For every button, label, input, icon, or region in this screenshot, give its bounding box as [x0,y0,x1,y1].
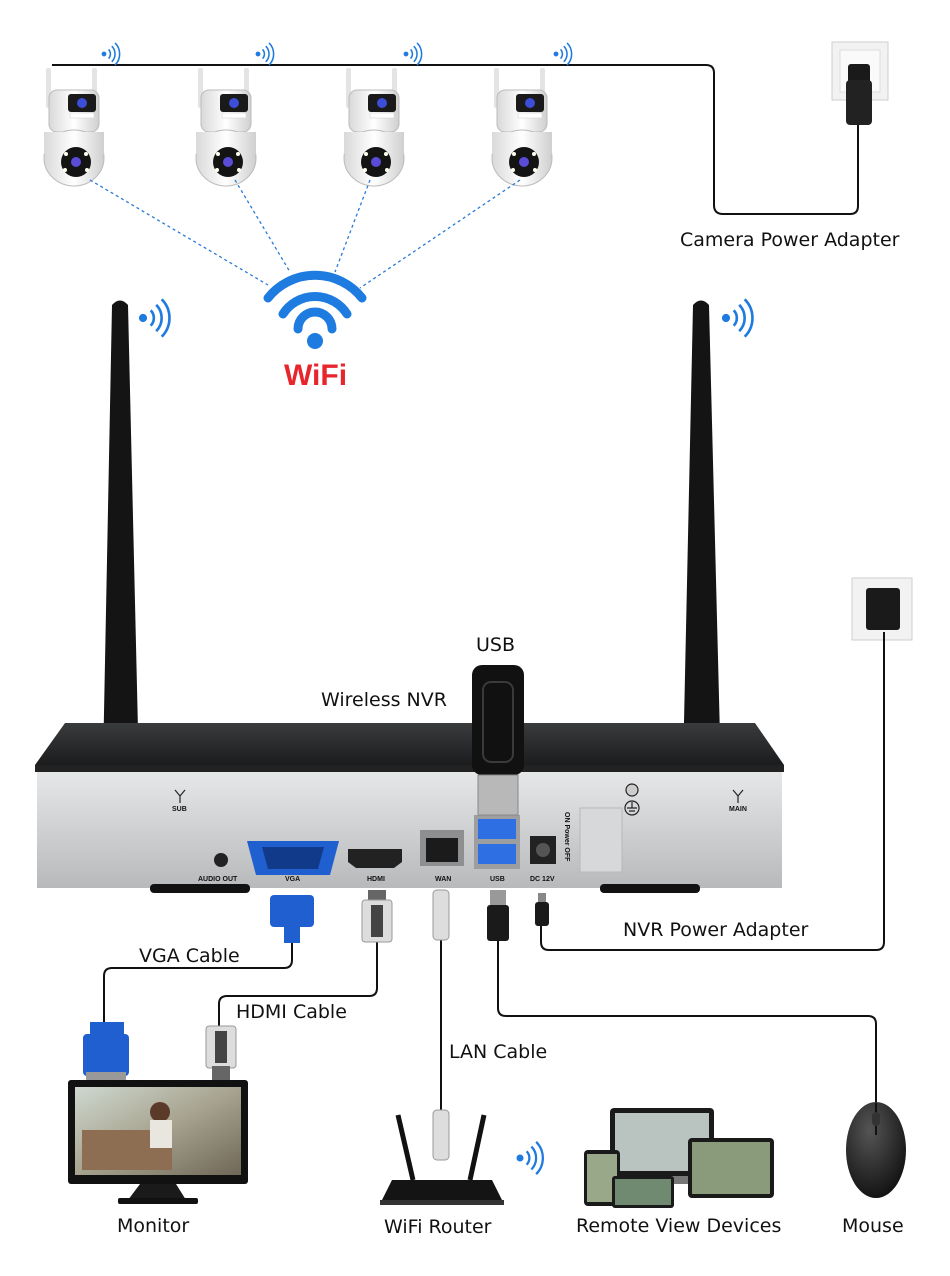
port-label-dc: DC 12V [530,876,555,883]
port-label-audio: AUDIO OUT [198,876,238,883]
usb-plug-top [487,890,509,941]
nvr-power-adapter-label: NVR Power Adapter [623,919,809,941]
vga-cable-label: VGA Cable [139,945,240,967]
lan-cable-label: LAN Cable [449,1041,548,1063]
port-label-power: ON Power OFF [563,812,570,862]
camera-4 [491,67,553,187]
router-device [380,1114,504,1205]
wifi-signal-icon [138,297,754,339]
usb-label: USB [476,634,516,656]
camera-power-cable [52,64,859,215]
nvr-device: SUB MAIN AUDIO OUT VGA HDMI WAN USB DC 1… [35,723,784,893]
wifi-router-label: WiFi Router [384,1216,492,1238]
camera-1 [43,67,105,187]
ground-icon [624,783,640,816]
port-label-hdmi: HDMI [367,876,385,883]
hdmi-cable-label: HDMI Cable [236,1001,347,1023]
mouse-label: Mouse [842,1215,904,1237]
port-label-vga: VGA [285,876,300,883]
wifi-icon [263,270,367,334]
wifi-signal-icon [101,42,573,66]
dc-plug [535,893,549,926]
wireless-links [89,179,521,289]
wifi-signal-icon [515,1140,544,1176]
port-label-usb: USB [490,876,505,883]
vga-connector-bottom [83,1022,129,1084]
monitor-device [68,1080,248,1204]
port-label-sub: SUB [172,806,187,813]
usb-stick [472,665,524,816]
camera-power-adapter-label: Camera Power Adapter [680,229,900,251]
monitor-label: Monitor [117,1215,190,1237]
camera-2 [195,67,257,187]
outlet-icon [831,41,889,125]
cables [103,930,877,1115]
port-label-wan: WAN [435,876,451,883]
wifi-label: WiFi [284,359,348,392]
camera-3 [343,67,405,187]
port-label-main: MAIN [729,806,747,813]
mouse-device [846,1102,906,1198]
outlet-icon [851,577,913,641]
remote-view-devices-label: Remote View Devices [576,1215,782,1237]
nvr-power-cable [540,632,885,951]
wireless-nvr-label: Wireless NVR [321,689,447,711]
hdmi-connector-bottom [205,1025,237,1080]
remote-devices [584,1108,774,1208]
antenna-icon [174,789,744,803]
lan-connector-top [432,889,450,941]
vga-connector-top [270,895,314,943]
lan-connector-bottom [432,1109,450,1161]
hdmi-connector-top [361,890,393,943]
